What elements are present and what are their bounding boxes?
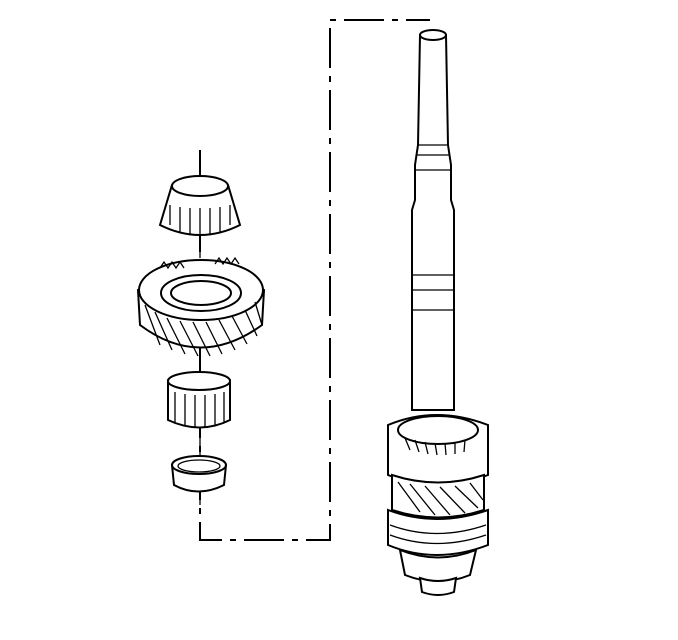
bearing-cone	[158, 175, 242, 236]
gear-cluster-assembly	[387, 414, 489, 596]
needle-bearing	[167, 371, 231, 429]
helical-gear	[136, 256, 266, 357]
input-shaft	[411, 29, 455, 411]
bearing-race	[170, 455, 228, 493]
